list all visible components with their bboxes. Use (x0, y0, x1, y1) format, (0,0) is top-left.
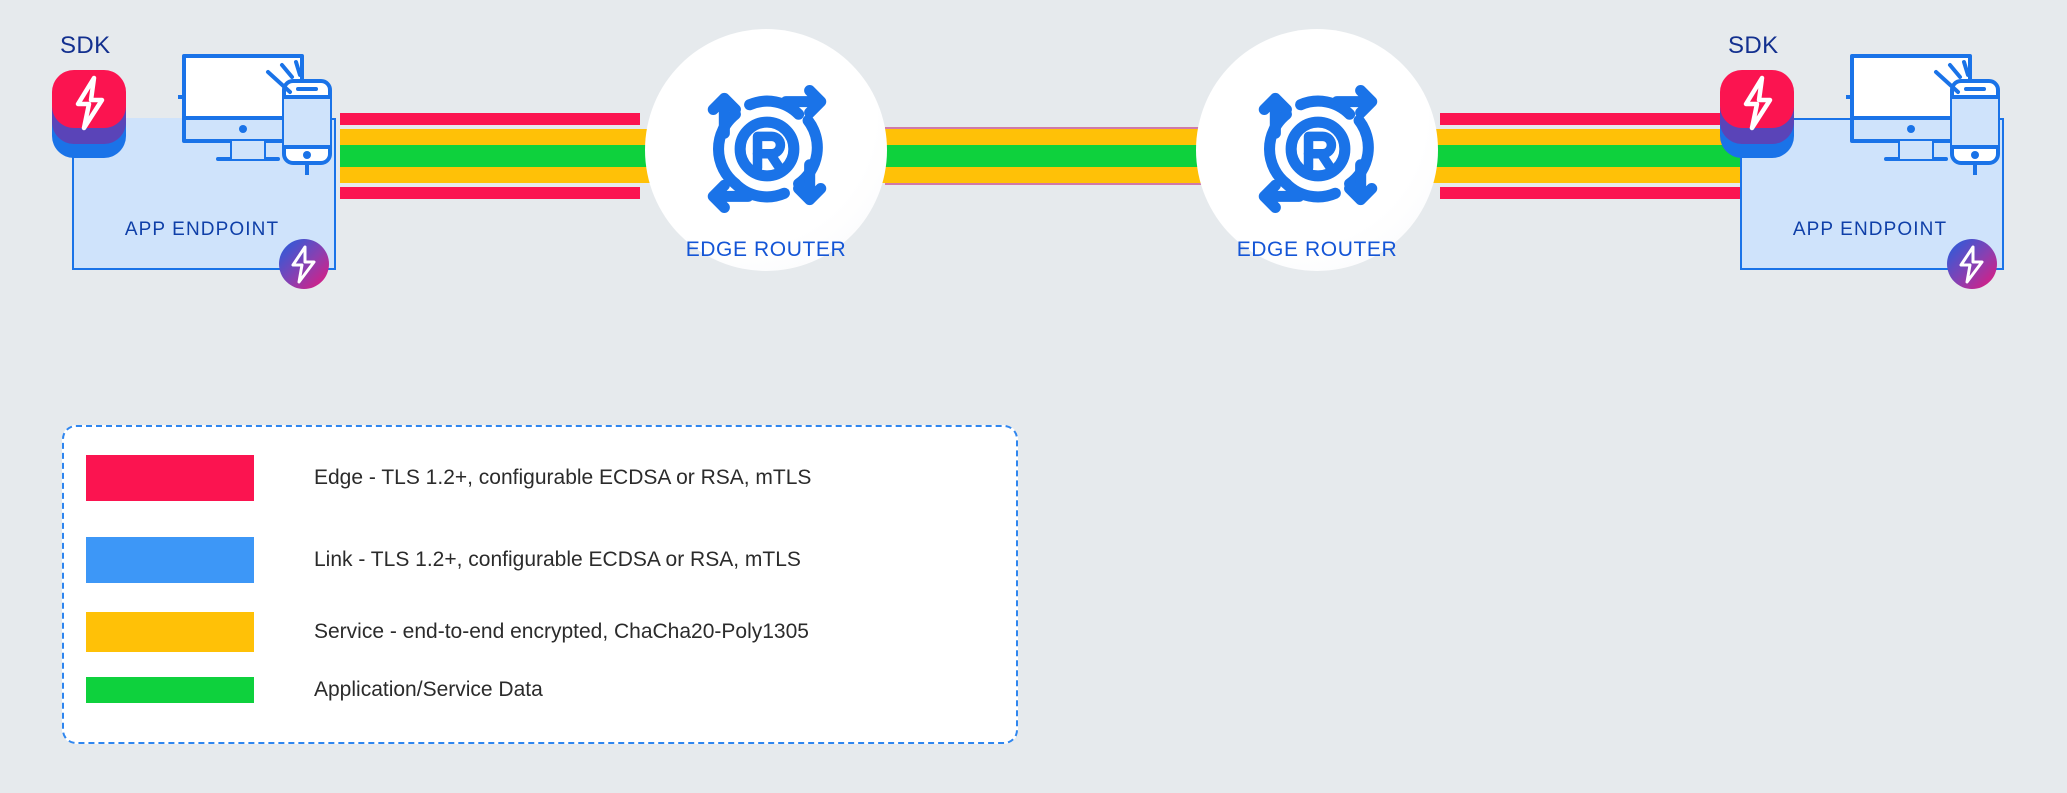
desktop-and-mobile-icon (136, 50, 338, 205)
legend-swatch-edge (86, 455, 254, 501)
legend-item: Link - TLS 1.2+, configurable ECDSA or R… (86, 537, 801, 583)
router-arrows-icon (1239, 70, 1397, 228)
stripe-service-bottom (340, 167, 1750, 183)
sdk-left-label: SDK (60, 32, 111, 59)
router-left-label: EDGE ROUTER (685, 238, 847, 261)
legend-label-service: Service - end-to-end encrypted, ChaCha20… (314, 620, 809, 643)
legend-label-application-data: Application/Service Data (314, 678, 543, 701)
endpoint-left-label: APP ENDPOINT (124, 219, 280, 240)
router-right-label: EDGE ROUTER (1236, 238, 1398, 261)
legend-panel: Edge - TLS 1.2+, configurable ECDSA or R… (62, 425, 1018, 744)
stripe-link-bottom-hairline (885, 182, 1205, 185)
legend-item: Edge - TLS 1.2+, configurable ECDSA or R… (86, 455, 811, 501)
endpoint-right-label: APP ENDPOINT (1792, 219, 1948, 240)
lightning-bolt-badge-icon (1946, 238, 1998, 290)
desktop-and-mobile-icon (1804, 50, 2006, 205)
sdk-right-label: SDK (1728, 32, 1779, 59)
legend-swatch-link (86, 537, 254, 583)
stripe-edge-left-bottom (340, 187, 640, 199)
lightning-bolt-stack-icon (44, 62, 146, 166)
legend-item: Application/Service Data (86, 677, 543, 703)
legend-label-link: Link - TLS 1.2+, configurable ECDSA or R… (314, 548, 801, 571)
legend-swatch-service (86, 612, 254, 652)
stripe-edge-right-top (1440, 113, 1750, 125)
legend-swatch-application-data (86, 677, 254, 703)
stripe-edge-right-bottom (1440, 187, 1750, 199)
lightning-bolt-badge-icon (278, 238, 330, 290)
legend-item: Service - end-to-end encrypted, ChaCha20… (86, 612, 809, 652)
legend-label-edge: Edge - TLS 1.2+, configurable ECDSA or R… (314, 466, 812, 489)
stripe-service-top (340, 129, 1750, 145)
stripe-link-top-hairline (885, 127, 1205, 130)
stripe-edge-left-top (340, 113, 640, 125)
router-arrows-icon (688, 70, 846, 228)
lightning-bolt-stack-icon (1712, 62, 1814, 166)
stripe-application-data (340, 145, 1750, 167)
